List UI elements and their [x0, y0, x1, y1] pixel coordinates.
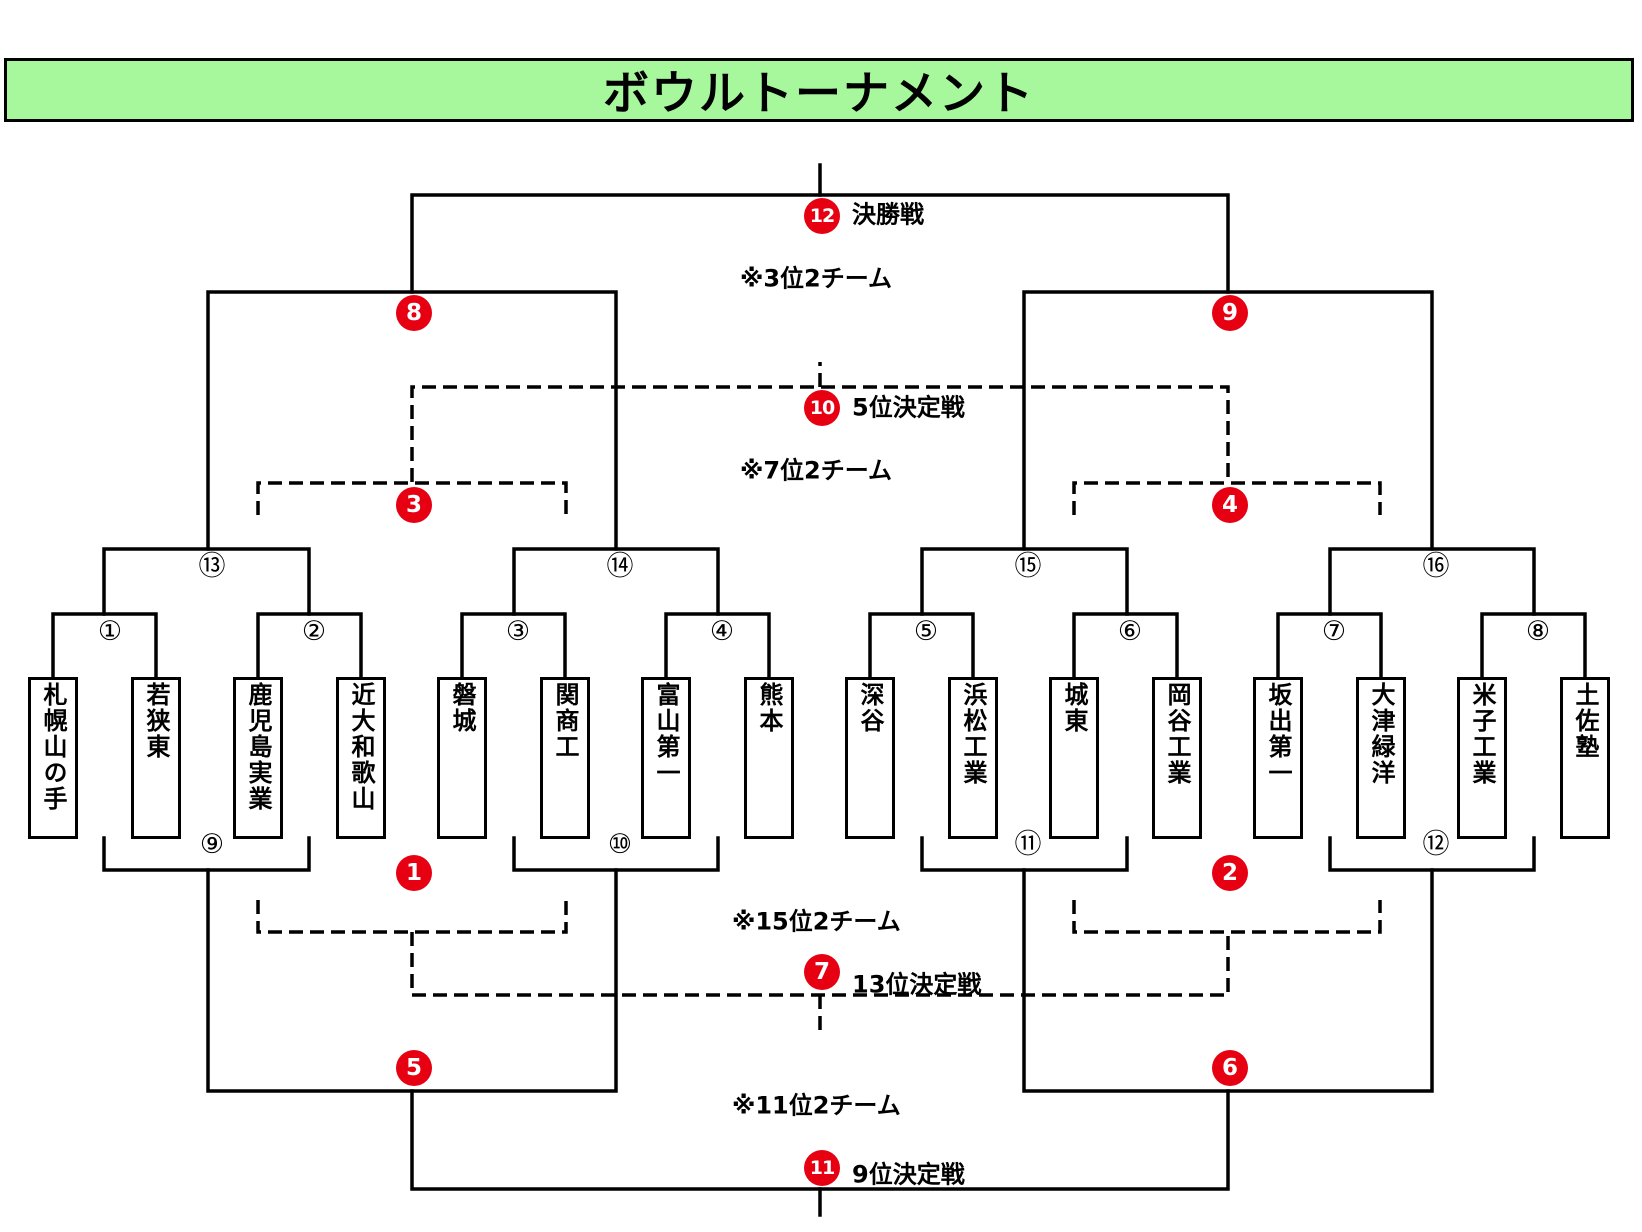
title-banner: ボウルトーナメント	[4, 58, 1634, 122]
team-box: 深谷	[845, 677, 895, 839]
eleventh-place-note: ※11位2チーム	[732, 1091, 901, 1120]
consolation-match-number: 1	[396, 855, 432, 891]
match-number: ⑤	[913, 616, 939, 647]
page-title: ボウルトーナメント	[603, 66, 1035, 120]
team-box: 熊本	[744, 677, 794, 839]
team-box: 米子工業	[1457, 677, 1507, 839]
semifinal-match-number: 8	[396, 295, 432, 331]
match-number: ⑭	[606, 551, 634, 582]
match-number: ⑬	[198, 551, 226, 582]
team-box: 岡谷工業	[1152, 677, 1202, 839]
ninth-place-match-number: 11	[804, 1150, 840, 1186]
thirteenth-place-label: 13位決定戦	[852, 970, 982, 999]
team-box: 浜松工業	[948, 677, 998, 839]
match-number: ⑦	[1321, 616, 1347, 647]
final-label: 決勝戦	[852, 200, 924, 229]
match-number: ④	[709, 616, 735, 647]
third-place-note: ※3位2チーム	[740, 264, 893, 293]
team-box: 土佐塾	[1560, 677, 1610, 839]
match-number: ⑩	[607, 829, 633, 860]
match-number: ⑮	[1014, 551, 1042, 582]
team-box: 札幌山の手	[28, 677, 78, 839]
team-box: 城東	[1049, 677, 1099, 839]
match-number: ⑪	[1014, 829, 1042, 860]
ninth-place-label: 9位決定戦	[852, 1160, 965, 1189]
match-number: ⑥	[1117, 616, 1143, 647]
match-number: ②	[301, 616, 327, 647]
ninth-place-semi-number: 6	[1212, 1050, 1248, 1086]
team-box: 大津緑洋	[1356, 677, 1406, 839]
match-number: ⑨	[199, 829, 225, 860]
match-number: ⑧	[1525, 616, 1551, 647]
thirteenth-place-match-number: 7	[804, 954, 840, 990]
fifteenth-place-note: ※15位2チーム	[732, 907, 901, 936]
fifth-place-match-number: 10	[804, 390, 840, 426]
team-box: 坂出第一	[1253, 677, 1303, 839]
team-box: 富山第一	[641, 677, 691, 839]
seventh-place-match-number: 4	[1212, 487, 1248, 523]
fifth-place-label: 5位決定戦	[852, 393, 965, 422]
match-number: ①	[97, 616, 123, 647]
match-number: ⑯	[1422, 551, 1450, 582]
team-box: 磐城	[437, 677, 487, 839]
team-box: 鹿児島実業	[233, 677, 283, 839]
match-number: ③	[505, 616, 531, 647]
seventh-place-match-number: 3	[396, 487, 432, 523]
consolation-match-number: 2	[1212, 855, 1248, 891]
team-box: 若狭東	[131, 677, 181, 839]
final-match-number: 12	[804, 198, 840, 234]
match-number: ⑫	[1422, 829, 1450, 860]
semifinal-match-number: 9	[1212, 295, 1248, 331]
seventh-place-note: ※7位2チーム	[740, 456, 893, 485]
ninth-place-semi-number: 5	[396, 1050, 432, 1086]
team-box: 関商工	[540, 677, 590, 839]
team-box: 近大和歌山	[336, 677, 386, 839]
